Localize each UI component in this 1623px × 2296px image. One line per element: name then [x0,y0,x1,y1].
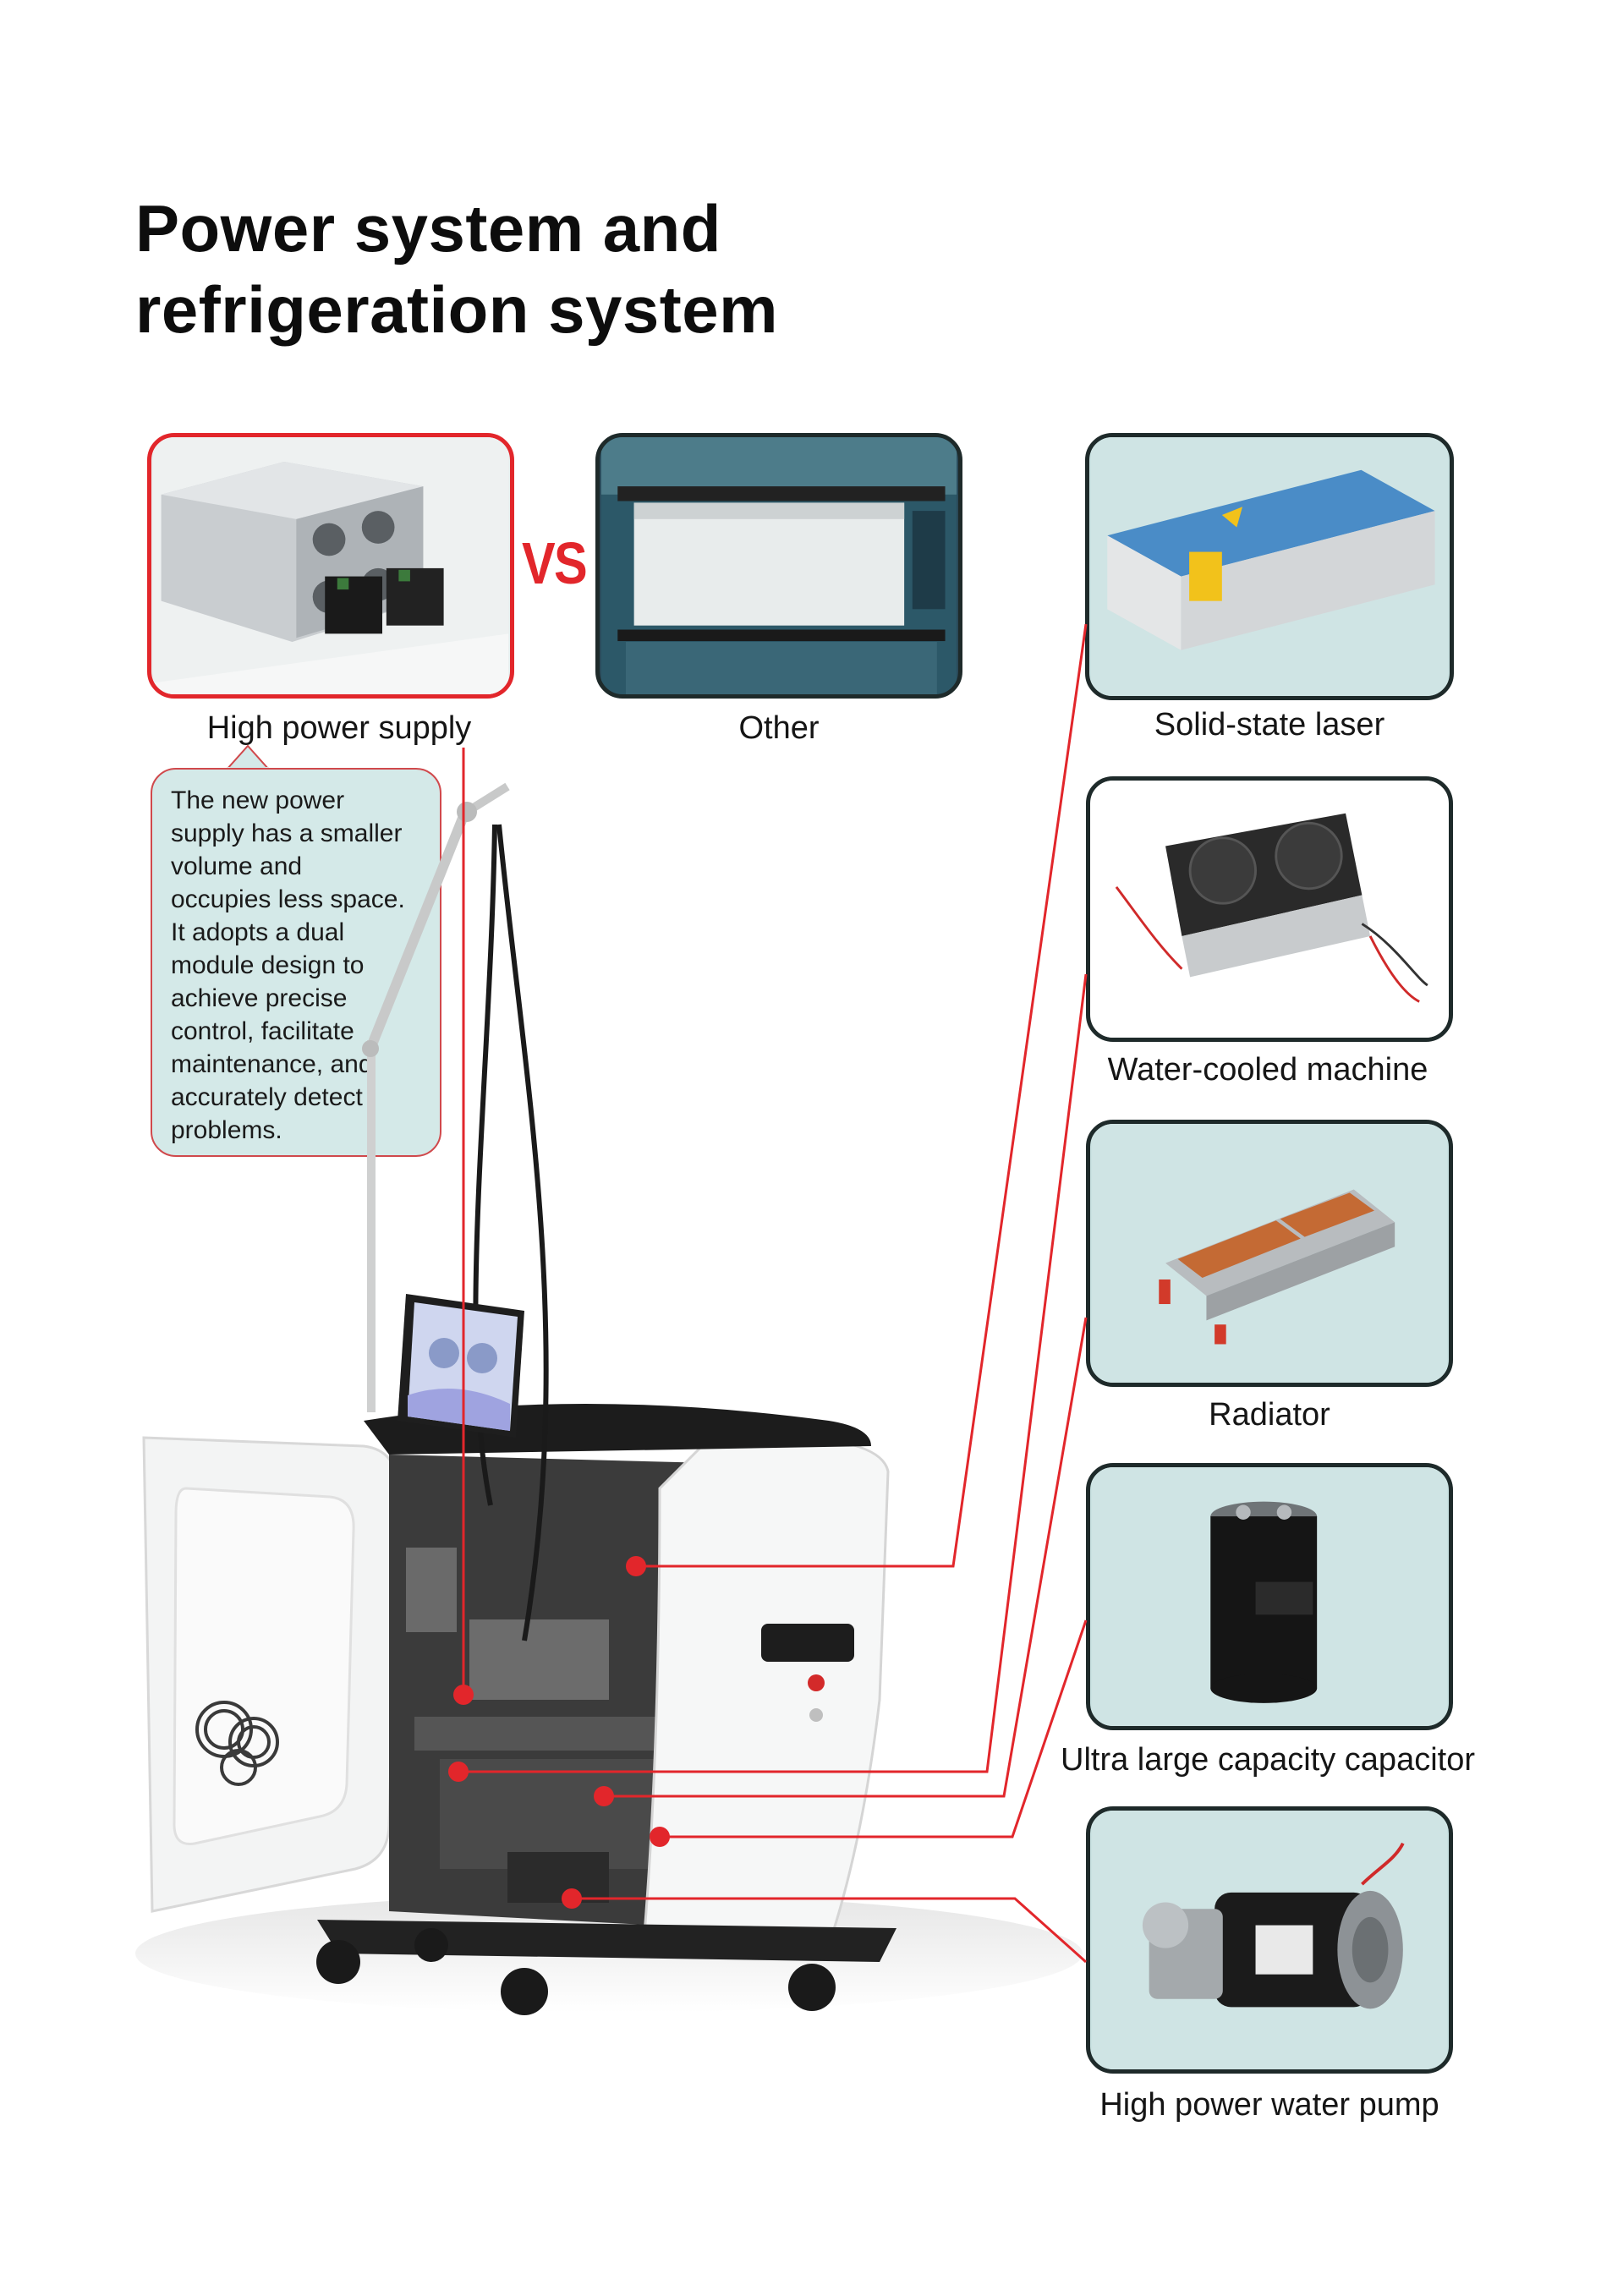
capacitor-illustration [1091,1467,1448,1726]
solid-state-laser-label: Solid-state laser [1154,707,1385,743]
other-power-supply-photo [595,433,962,699]
other-supply-illustration [600,437,957,694]
vs-label: VS [522,530,588,596]
power-supply-illustration [152,437,509,694]
water-pump-illustration [1091,1811,1448,2069]
water-cooler-illustration [1091,781,1448,1038]
page-title: Power system and refrigeration system [135,188,778,350]
water-cooled-machine-label: Water-cooled machine [1107,1052,1428,1088]
laser-machine-illustration [135,782,1083,2015]
water-pump-label: High power water pump [1099,2087,1439,2123]
solid-state-laser-photo [1085,433,1454,700]
description-bubble [151,768,441,1157]
radiator-label: Radiator [1209,1397,1330,1433]
capacitor-photo [1086,1463,1453,1730]
laser-module-illustration [1090,437,1449,696]
water-cooled-machine-photo [1086,776,1453,1042]
radiator-photo [1086,1120,1453,1387]
other-label: Other [738,710,820,746]
water-pump-photo [1086,1806,1453,2074]
radiator-illustration [1091,1124,1448,1383]
capacitor-label: Ultra large capacity capacitor [1061,1742,1475,1778]
logo-circles [195,1701,279,1786]
title-line-2: refrigeration system [135,272,778,347]
high-power-supply-label: High power supply [206,710,472,746]
description-text: The new power supply has a smaller volum… [171,786,405,1144]
high-power-supply-photo [147,433,514,699]
title-line-1: Power system and [135,191,721,266]
